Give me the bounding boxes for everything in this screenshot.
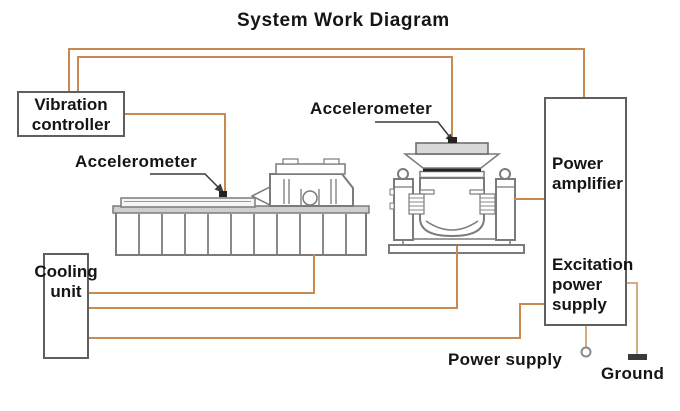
- power-supply-label: Power supply: [448, 350, 563, 369]
- power-amplifier-label: Power amplifier: [552, 154, 623, 193]
- power-supply-terminal-icon: [580, 346, 592, 358]
- wire-cooling-to-shaker: [89, 246, 458, 309]
- vibration-controller-label: Vibration controller: [31, 95, 111, 134]
- accelerometer-label-shaker: Accelerometer: [310, 99, 433, 118]
- wire-cooling-to-excitation-supply: [89, 303, 544, 339]
- wire-to-ground: [627, 282, 638, 354]
- amplifier-excitation-box: Power amplifier Excitation power supply: [544, 97, 634, 326]
- pointer-arrowhead: [214, 183, 224, 193]
- ground-label: Ground: [601, 364, 665, 383]
- ground-symbol-icon: [628, 354, 647, 360]
- accelerometer-sensor-dot: [448, 137, 457, 143]
- wire-controller-to-slip-table-accelerometer: [125, 113, 226, 193]
- vibration-controller-box: Vibration controller: [17, 91, 125, 137]
- wire-controller-to-amplifier: [68, 48, 585, 97]
- cooling-unit-label: Cooling unit: [34, 262, 98, 301]
- wire-cooling-to-slip-table: [89, 254, 315, 294]
- accelerometer-label-slip-table: Accelerometer: [75, 152, 198, 171]
- accelerometer-pointers: [150, 121, 457, 197]
- horizontal-slip-table-shaker-figure: [112, 158, 370, 256]
- excitation-power-supply-label: Excitation power supply: [552, 255, 634, 314]
- wire-controller-to-shaker-accelerometer: [77, 56, 453, 139]
- accelerometer-sensor-dot: [219, 191, 227, 197]
- wire-harness: [68, 48, 638, 354]
- cooling-unit-box: Cooling unit: [34, 253, 98, 359]
- vertical-shaker-figure: [388, 142, 525, 254]
- page-title: System Work Diagram: [237, 10, 450, 31]
